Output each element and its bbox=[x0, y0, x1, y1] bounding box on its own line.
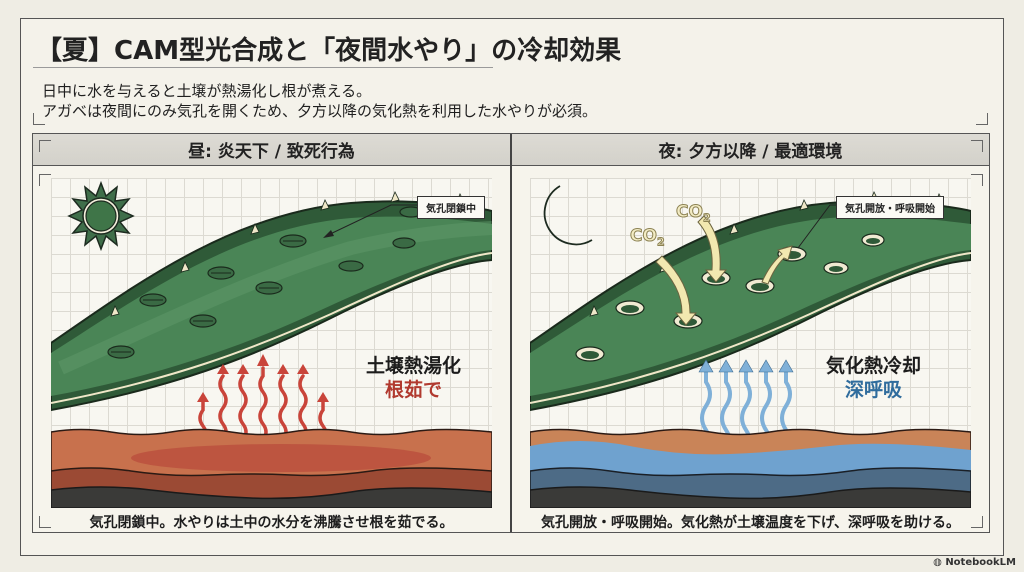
corner-mark bbox=[39, 516, 51, 528]
stomata-open-callout: 気孔開放・呼吸開始 bbox=[836, 196, 944, 219]
night-scene bbox=[530, 185, 971, 508]
page-title: 【夏】CAM型光合成と「夜間水やり」の冷却効果 bbox=[36, 36, 622, 66]
sun-icon bbox=[67, 180, 135, 252]
night-illustration: CO2 CO2 気孔開放・呼吸開始 気化熱冷却 深呼吸 bbox=[530, 178, 971, 508]
root-boiling-label: 根茹で bbox=[385, 379, 443, 401]
corner-mark bbox=[971, 140, 983, 152]
co2-label-1: CO2 bbox=[630, 226, 666, 249]
day-panel: 昼: 炎天下 / 致死行為 bbox=[33, 134, 512, 532]
day-illustration: 気孔閉鎖中 土壌熱湯化 根茹で bbox=[51, 178, 492, 508]
notebooklm-watermark: ◍ NotebookLM bbox=[933, 557, 1016, 568]
co2-label-2: CO2 bbox=[676, 202, 712, 225]
soil-boiling-label: 土壌熱湯化 bbox=[366, 355, 462, 377]
corner-mark bbox=[33, 113, 45, 125]
day-caption: 気孔閉鎖中。水やりは土中の水分を沸騰させ根を茹でる。 bbox=[89, 515, 454, 531]
evaporative-cooling-label: 気化熱冷却 bbox=[826, 355, 922, 377]
co2-arrows bbox=[655, 215, 793, 326]
corner-mark bbox=[39, 140, 51, 152]
subtitle-line-1: 日中に水を与えると土壌が熱湯化し根が煮える。 bbox=[42, 82, 372, 100]
notebooklm-logo-icon: ◍ bbox=[933, 557, 946, 568]
night-panel-header: 夜: 夕方以降 / 最適環境 bbox=[512, 134, 989, 166]
night-panel-title: 夜: 夕方以降 / 最適環境 bbox=[658, 142, 843, 162]
day-panel-header: 昼: 炎天下 / 致死行為 bbox=[33, 134, 510, 166]
hot-soil bbox=[51, 428, 492, 508]
crescent-moon-icon bbox=[543, 185, 593, 246]
corner-mark bbox=[971, 516, 983, 528]
corner-mark bbox=[39, 174, 51, 186]
title-divider bbox=[33, 67, 493, 68]
corner-mark bbox=[976, 113, 988, 125]
night-caption: 気孔開放・呼吸開始。気化熱が土壌温度を下げ、深呼吸を助ける。 bbox=[540, 515, 961, 531]
comparison-panels: 昼: 炎天下 / 致死行為 bbox=[32, 133, 990, 533]
agave-leaf bbox=[530, 191, 971, 412]
corner-mark bbox=[971, 174, 983, 186]
deep-breath-label: 深呼吸 bbox=[845, 379, 903, 401]
day-effect-label: 土壌熱湯化 根茹で bbox=[366, 354, 461, 402]
day-panel-title: 昼: 炎天下 / 致死行為 bbox=[188, 142, 355, 162]
night-panel: 夜: 夕方以降 / 最適環境 bbox=[512, 134, 989, 532]
cooled-soil bbox=[530, 428, 971, 508]
subtitle-line-2: アガベは夜間にのみ気孔を開くため、夕方以降の気化熱を利用した水やりが必須。 bbox=[42, 102, 598, 120]
day-scene bbox=[51, 180, 492, 508]
agave-leaf bbox=[51, 191, 492, 412]
night-effect-label: 気化熱冷却 深呼吸 bbox=[826, 354, 921, 402]
stomata-closed-callout: 気孔閉鎖中 bbox=[417, 196, 485, 219]
